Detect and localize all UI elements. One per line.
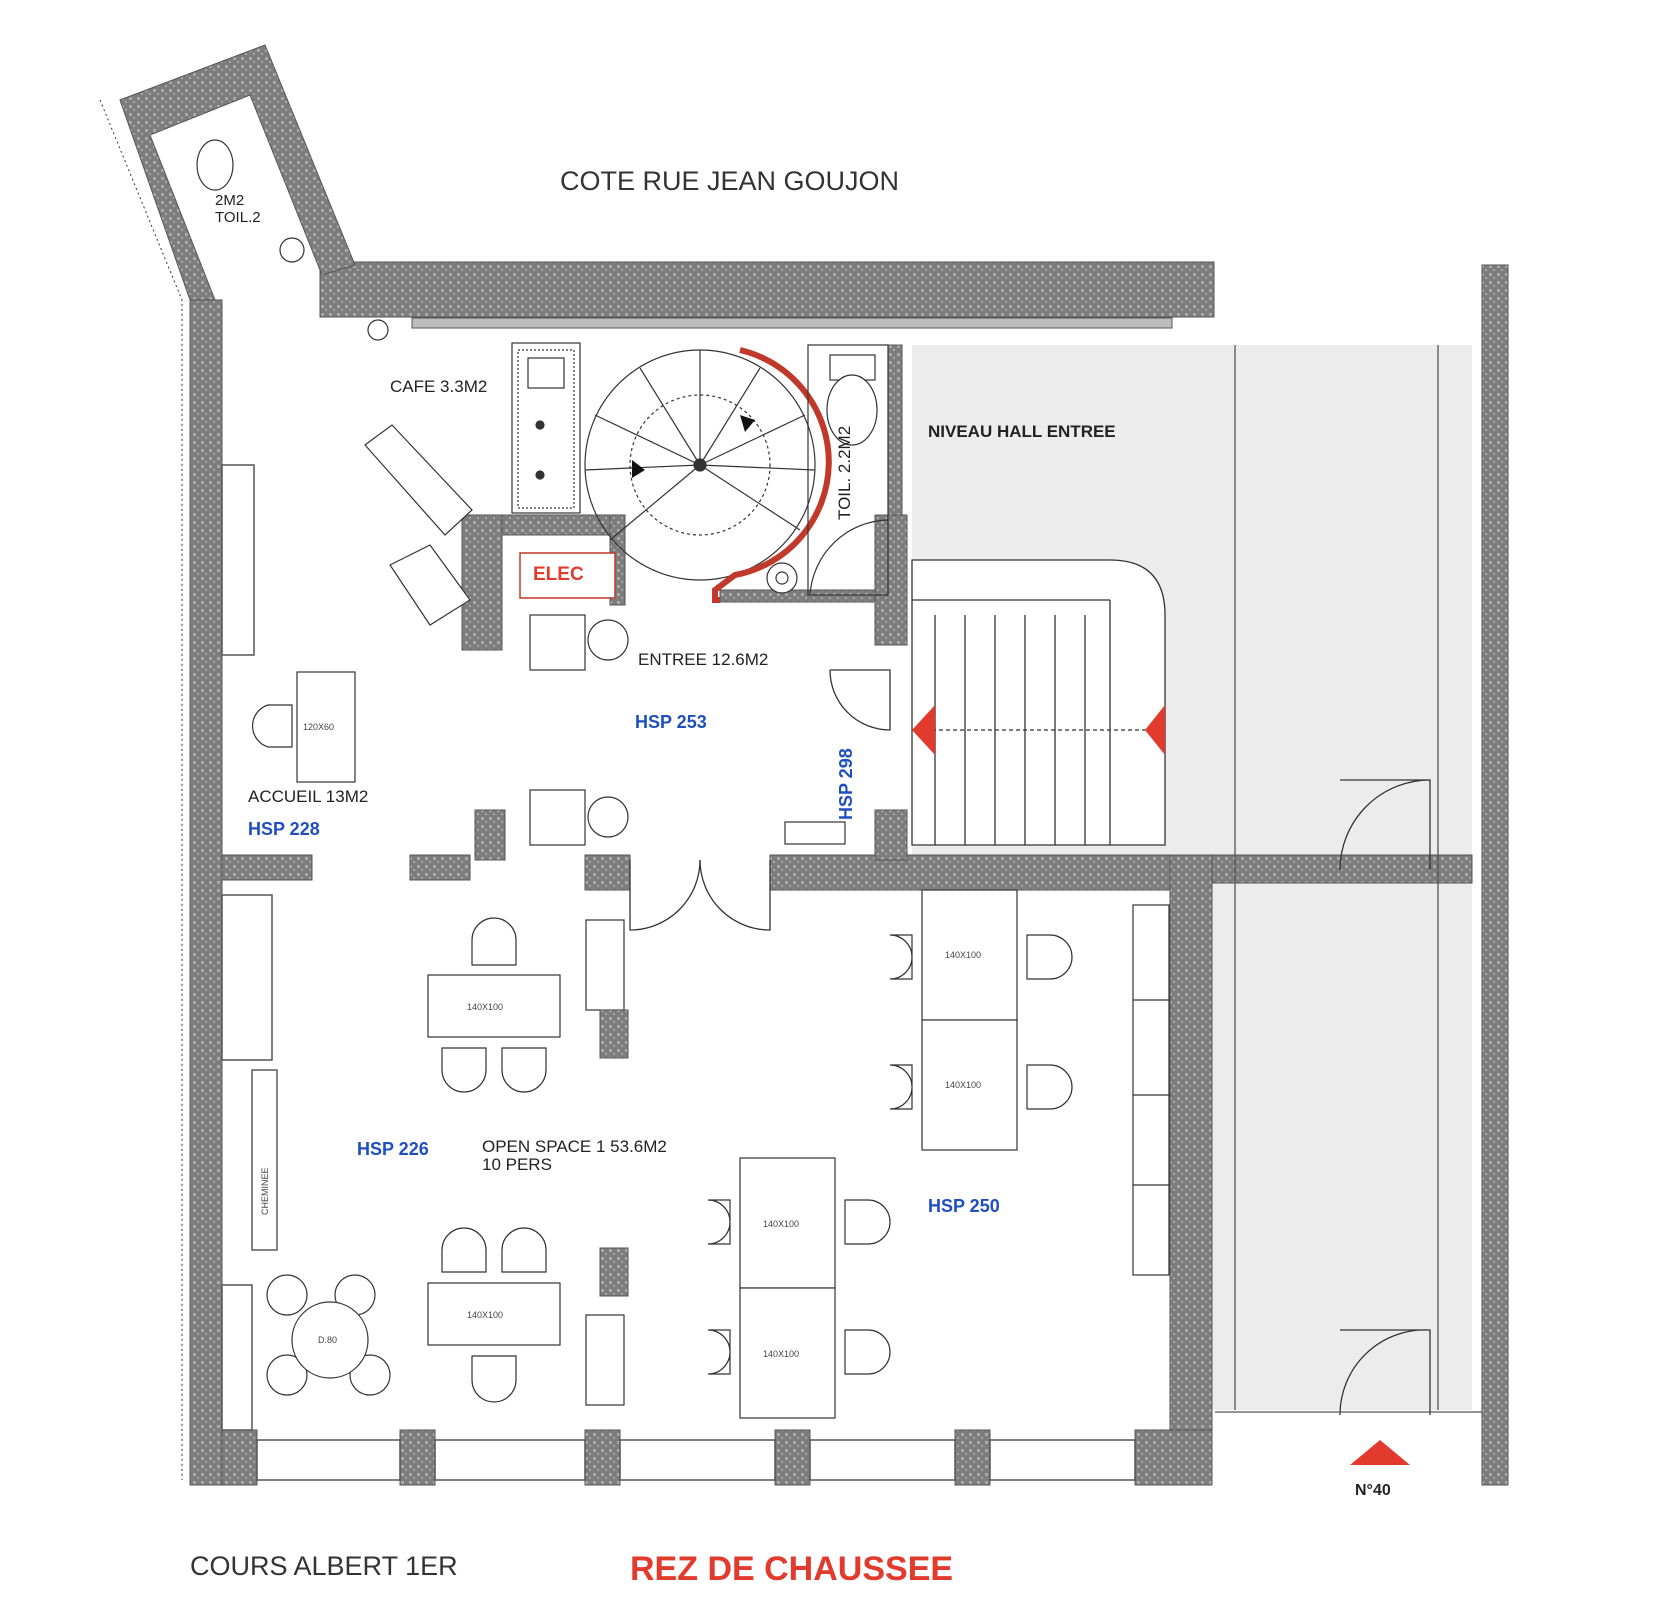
open-space-pers-label: 10 PERS <box>482 1155 552 1174</box>
stair-hall <box>911 559 1166 846</box>
entry-arrow <box>1350 1440 1410 1465</box>
windows-bottom <box>256 1439 1136 1481</box>
hsp-open-left-label: HSP 226 <box>357 1139 429 1159</box>
stair-arrow-left <box>912 705 935 755</box>
entree-label: ENTREE 12.6M2 <box>638 650 768 669</box>
stair-arrow-right <box>1145 705 1165 755</box>
toilet-1 <box>766 344 889 596</box>
open-space-label: OPEN SPACE 1 53.6M2 <box>482 1137 667 1156</box>
open-space-desks <box>427 889 1018 1419</box>
entry-number: N°40 <box>1355 1482 1391 1499</box>
desk-label-6: 140X100 <box>763 1349 799 1359</box>
doors <box>629 345 1482 1416</box>
hsp-entree-label: HSP 253 <box>635 712 707 732</box>
desk-accueil-label: 120X60 <box>303 722 334 732</box>
spiral-rail <box>712 347 832 603</box>
column-1 <box>599 1009 629 1059</box>
passage-floor <box>1212 880 1472 1410</box>
chimney-label: CHEMINEE <box>260 1167 270 1215</box>
street-top-label: COTE RUE JEAN GOUJON <box>560 166 899 196</box>
street-bottom-label: COURS ALBERT 1ER <box>190 1551 458 1581</box>
windows-left <box>221 464 273 1431</box>
desk-label-2: 140X100 <box>467 1310 503 1320</box>
desk-label-1: 140X100 <box>467 1002 503 1012</box>
spiral-stair <box>584 349 816 581</box>
entree-chairs <box>529 614 846 846</box>
desk-label-4: 140X100 <box>945 1080 981 1090</box>
accueil-label: ACCUEIL 13M2 <box>248 787 368 806</box>
toilet1-label: TOIL. 2.2M2 <box>835 426 854 520</box>
toilet-2 <box>196 139 389 341</box>
toilet2-area-label: 2M2 <box>215 192 244 209</box>
hsp-open-right-label: HSP 250 <box>928 1196 1000 1216</box>
open-space-chairs <box>441 917 1073 1403</box>
elec-label: ELEC <box>533 564 584 585</box>
spiral-arrow <box>740 415 755 432</box>
elec-box <box>519 552 616 599</box>
hsp-corridor-label: HSP 298 <box>836 748 856 820</box>
desk-label-5: 140X100 <box>763 1219 799 1229</box>
toilet2-name-label: TOIL.2 <box>215 209 261 226</box>
spiral-arrow-2 <box>632 460 645 478</box>
cabinets <box>251 904 1170 1406</box>
column-2 <box>599 1247 629 1297</box>
cafe-sofa <box>364 424 473 626</box>
walls <box>119 44 1509 1486</box>
cafe-label: CAFE 3.3M2 <box>390 377 487 396</box>
hall-label: NIVEAU HALL ENTREE <box>928 422 1116 441</box>
round-table <box>266 1274 391 1396</box>
boundary-line <box>99 99 183 1480</box>
hsp-accueil-label: HSP 228 <box>248 819 320 839</box>
floor-title: REZ DE CHAUSSEE <box>630 1550 953 1588</box>
desk-label-3: 140X100 <box>945 950 981 960</box>
accueil-desk <box>252 671 356 783</box>
round-table-label: D.80 <box>318 1335 337 1345</box>
cafe-counter <box>511 342 581 514</box>
